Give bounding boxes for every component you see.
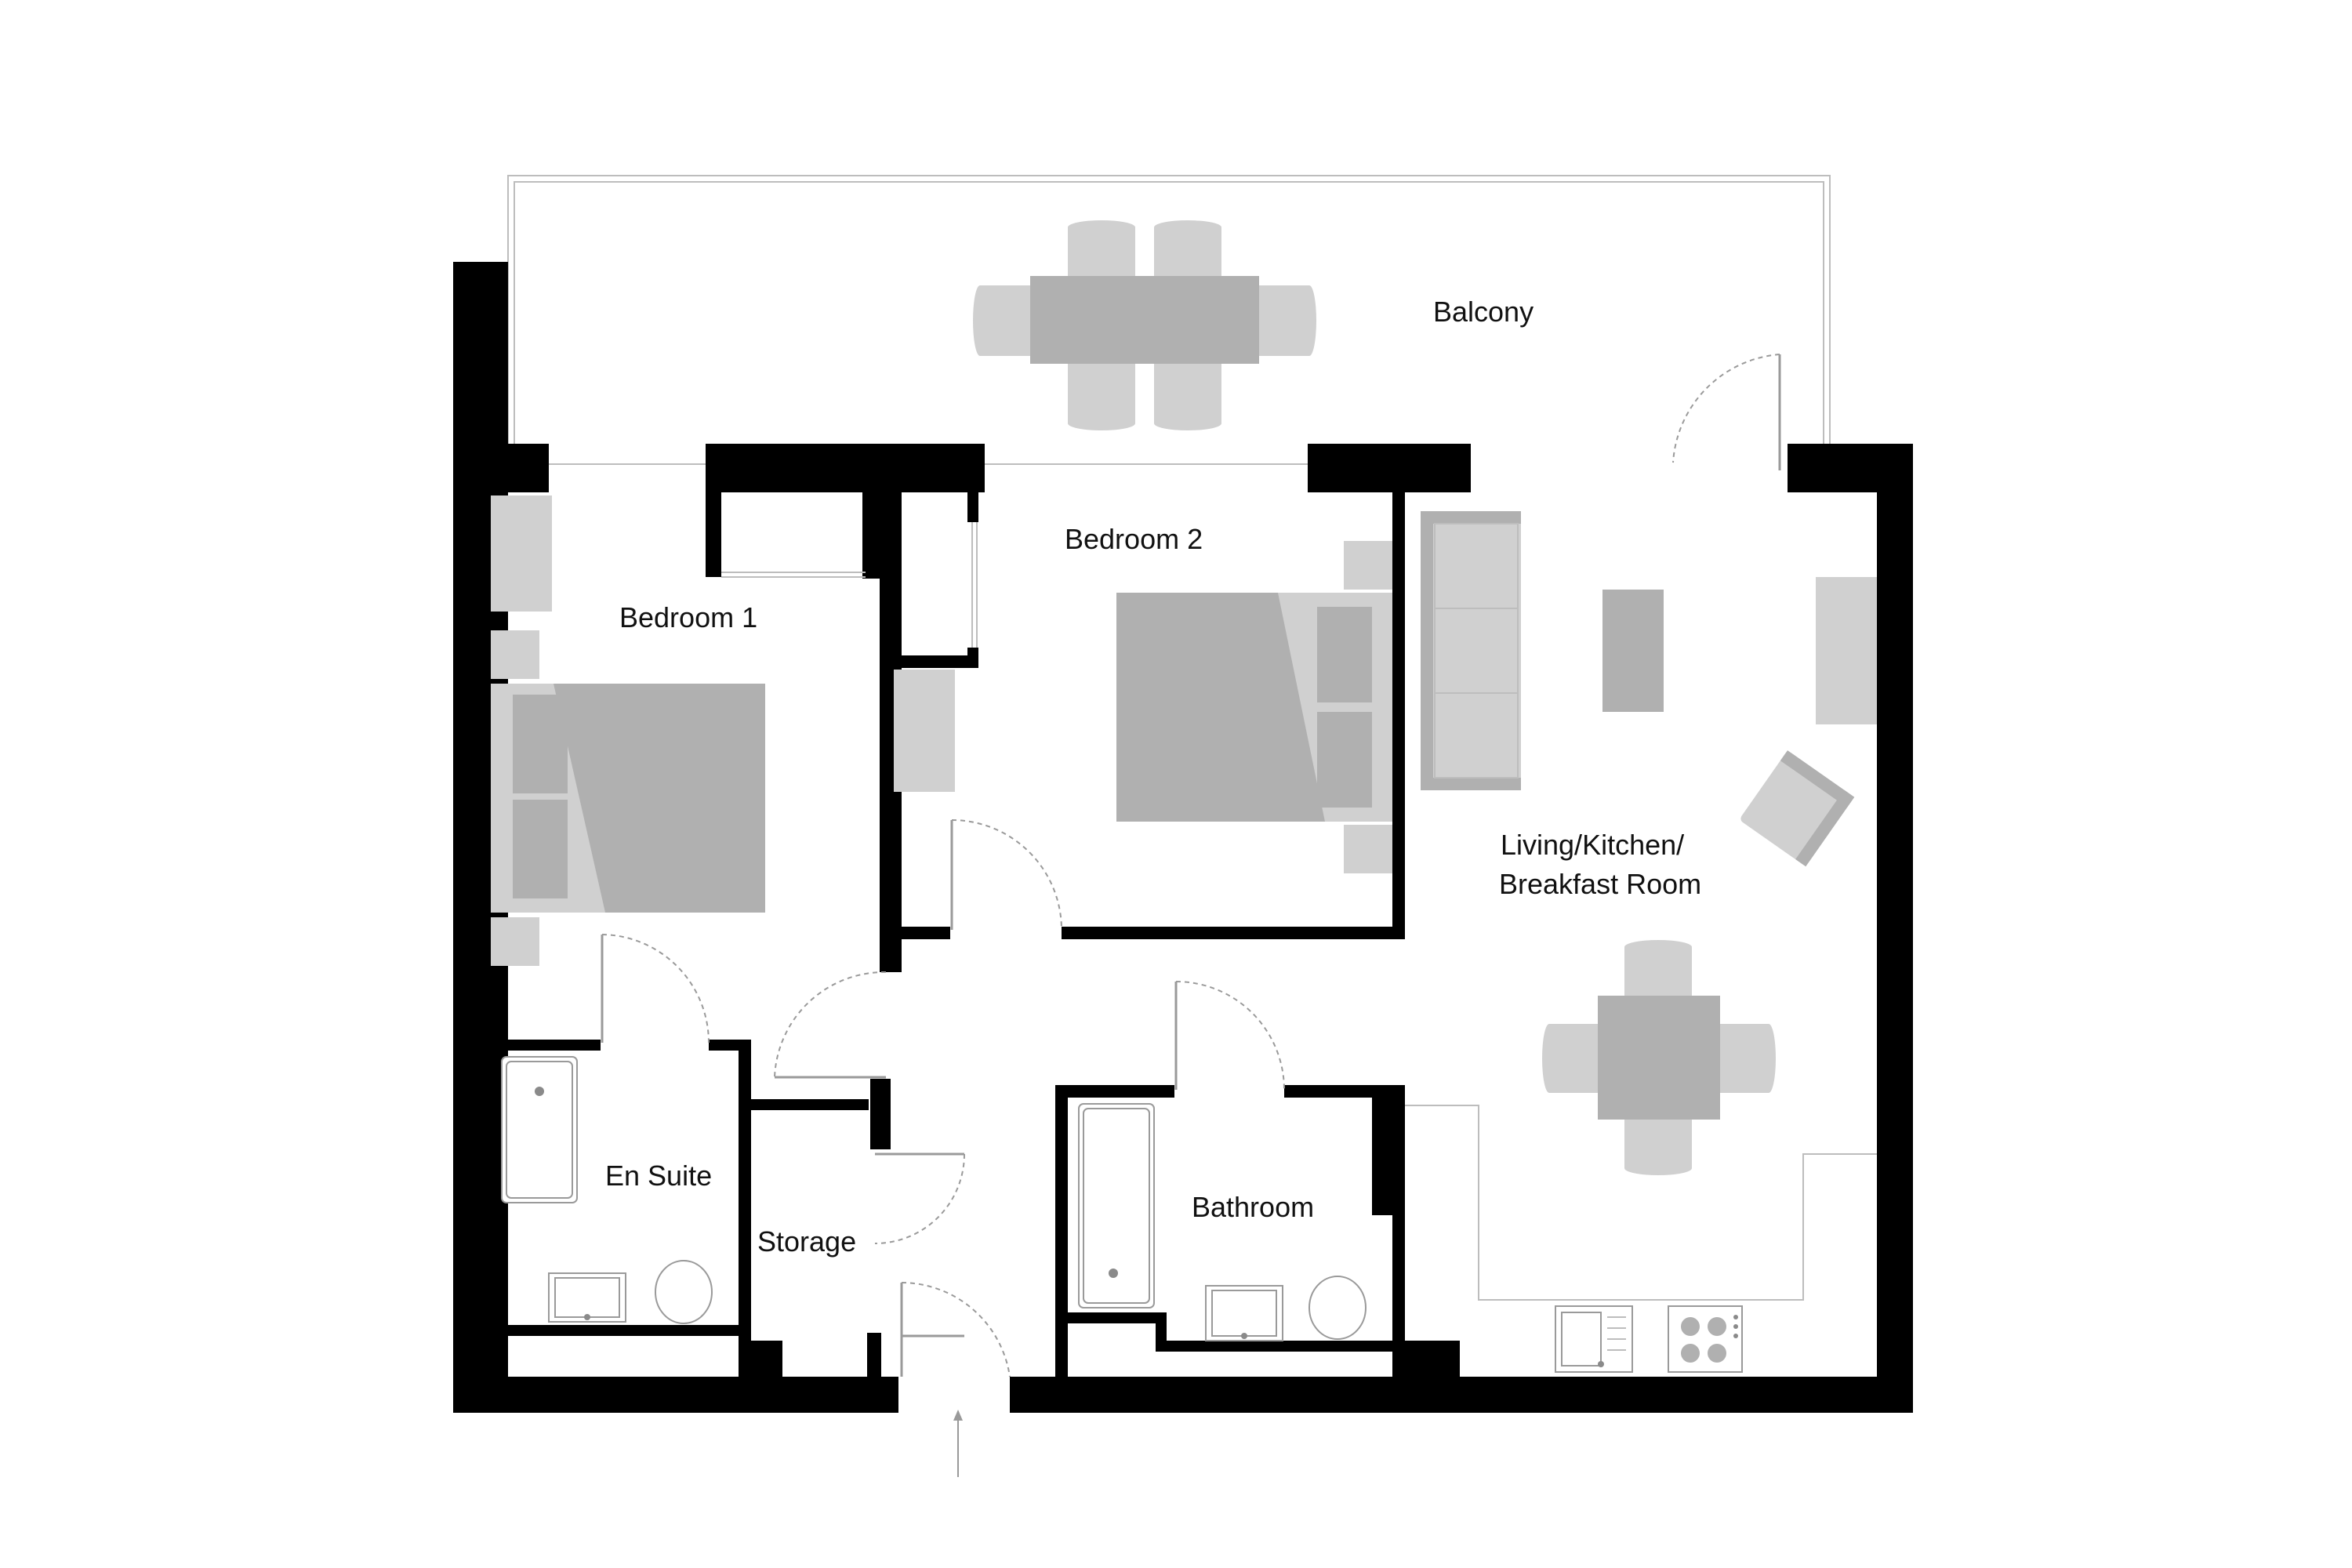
bedroom-1-furniture [491,495,765,966]
en-suite-fixtures [501,1056,713,1324]
room-label-en-suite: En Suite [605,1160,712,1192]
kitchen-counter [1405,1105,1877,1373]
wardrobe-lines [721,522,978,648]
room-label-bathroom: Bathroom [1192,1191,1314,1223]
room-label-bedroom-2: Bedroom 2 [1065,523,1203,555]
living-furniture [1421,511,1877,1175]
room-label-balcony: Balcony [1433,296,1534,328]
room-label-storage: Storage [757,1225,856,1258]
bedroom-2-furniture [894,541,1392,873]
walls [453,262,1913,1413]
room-label-living-line-2: Breakfast Room [1499,868,1701,900]
bathroom-fixtures [1078,1103,1367,1341]
room-label-bedroom-1: Bedroom 1 [619,601,757,633]
balcony-table-set [973,220,1316,430]
doors [601,354,1781,1477]
room-label-living-line-1: Living/Kitchen/ [1501,829,1684,861]
